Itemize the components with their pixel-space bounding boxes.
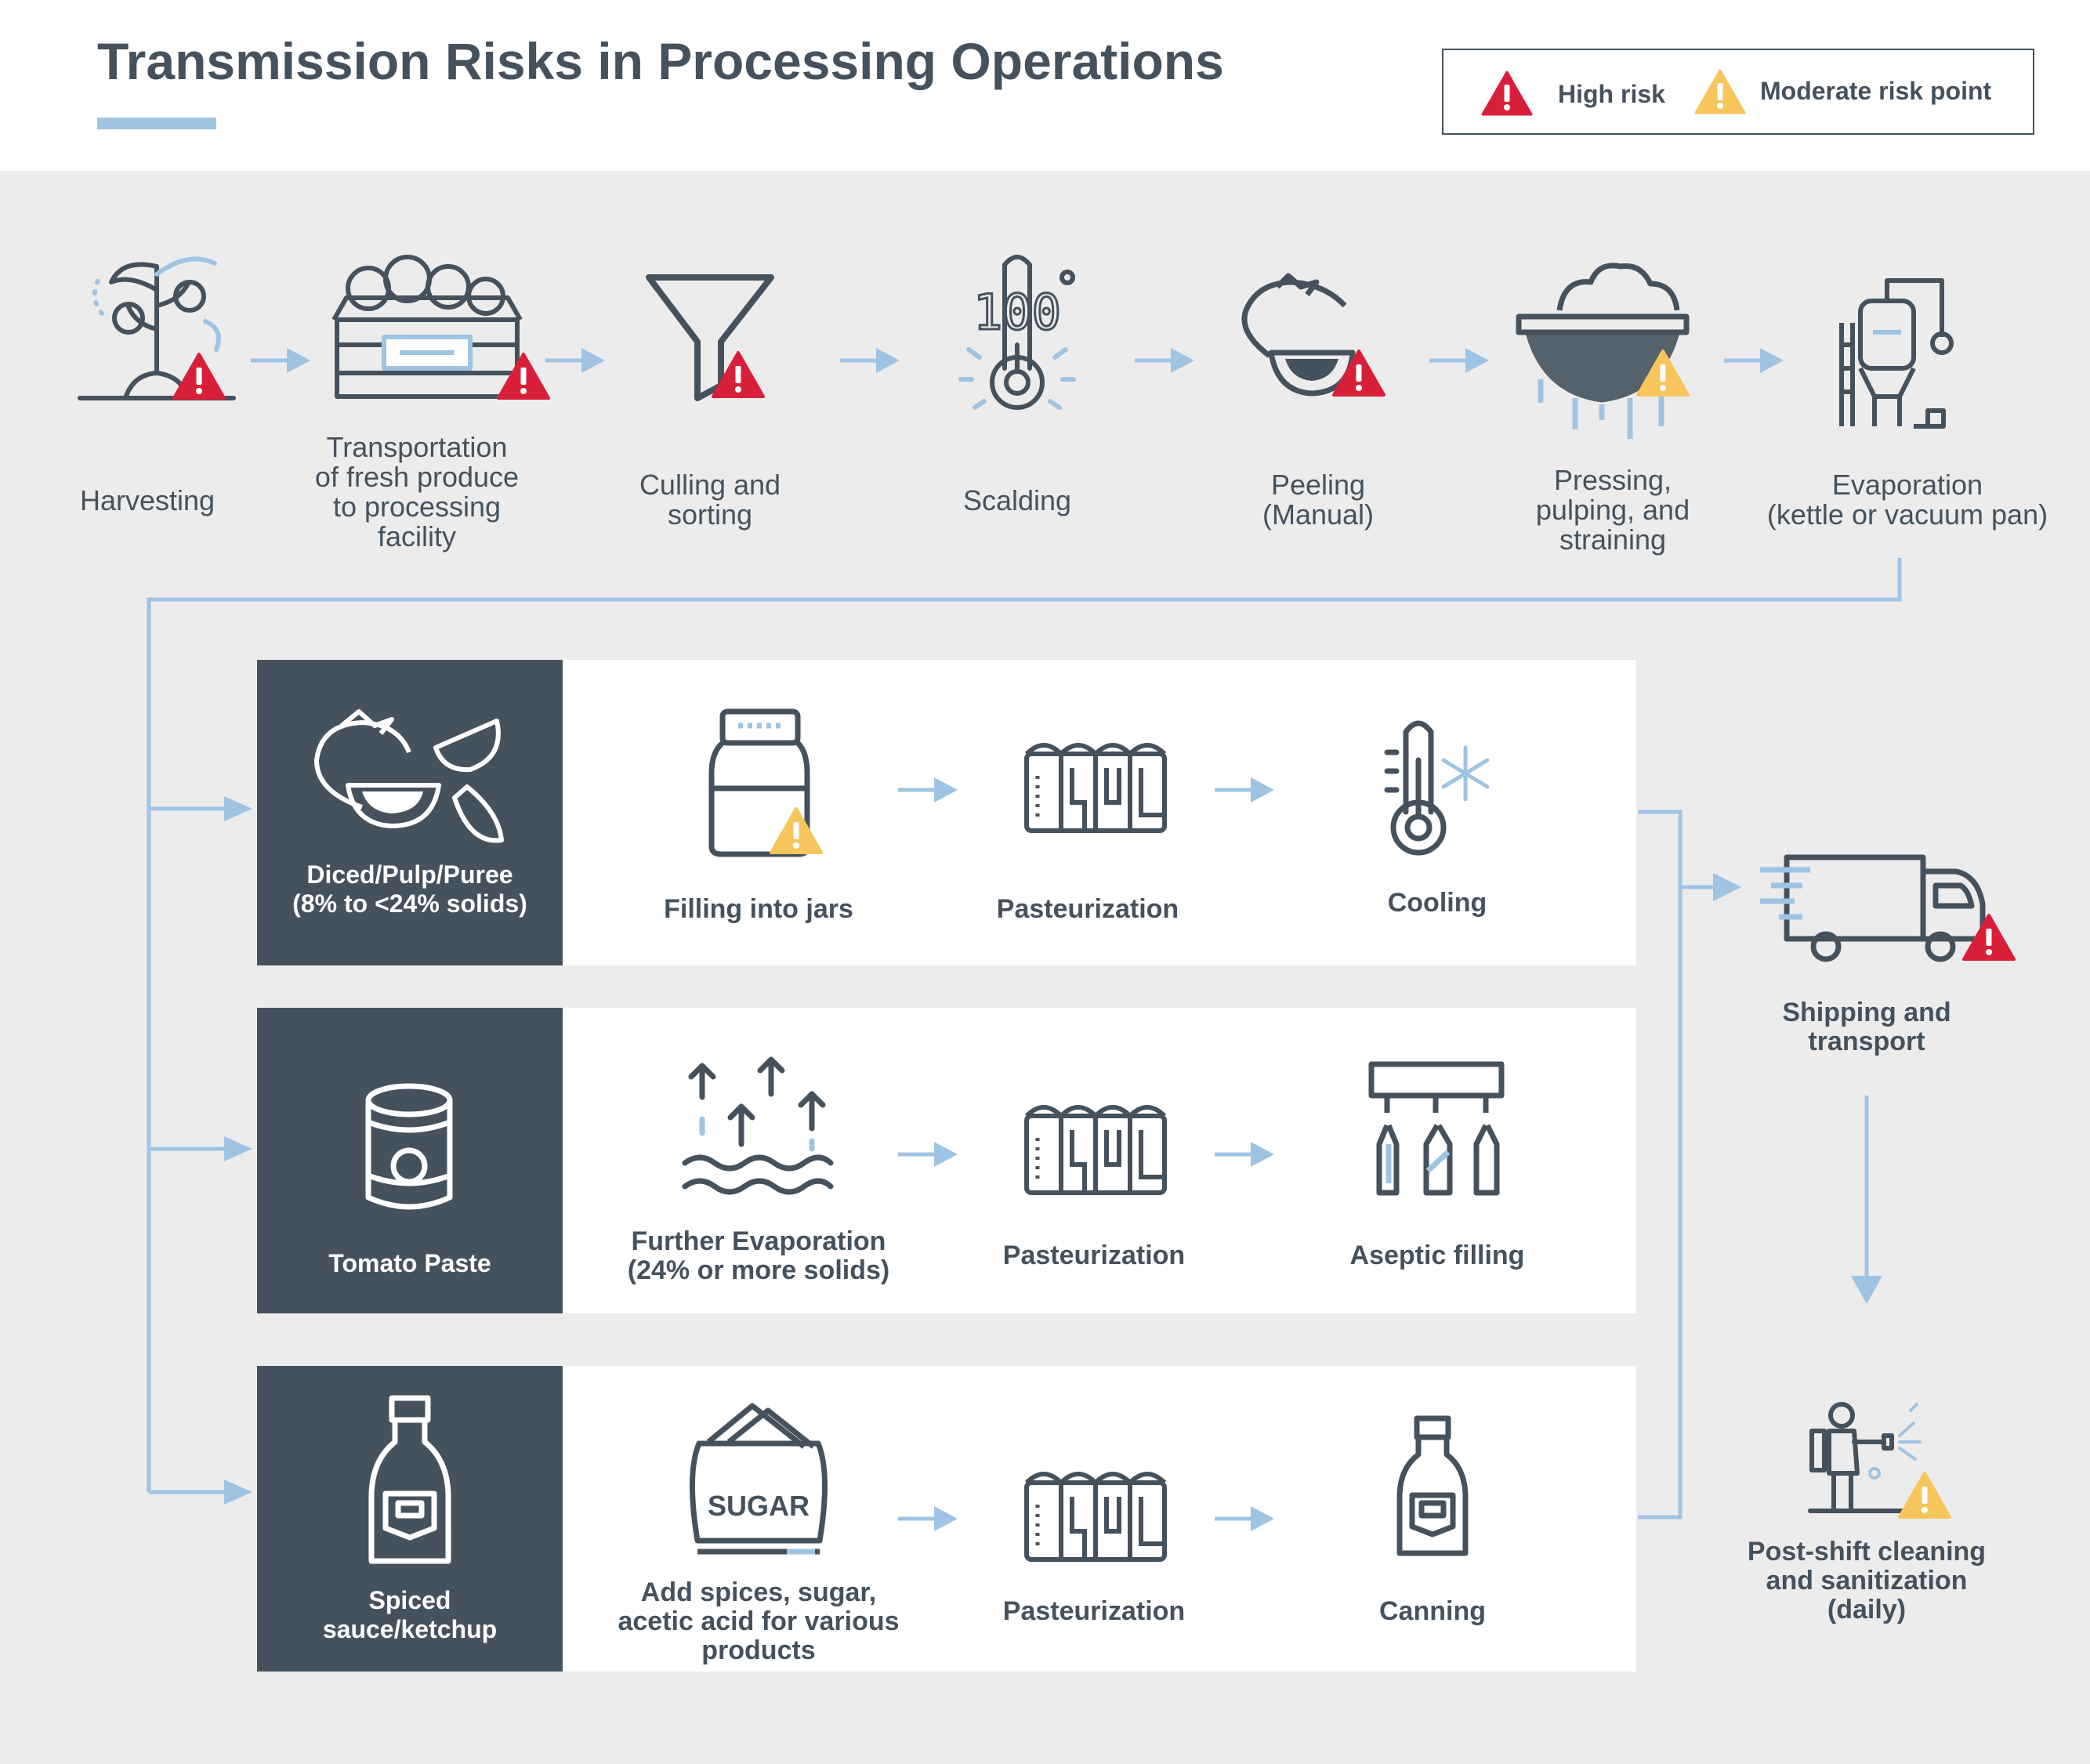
- step-label-canning: Canning: [1379, 1596, 1486, 1626]
- step-label-peeling: Peeling (Manual): [1262, 469, 1375, 531]
- evaporation-arrows-icon: [682, 1056, 834, 1195]
- merge-connector: [1638, 810, 1683, 1520]
- legend: High risk Moderate risk point: [1442, 49, 2034, 135]
- high-risk-warning-icon: [1481, 71, 1533, 116]
- flow-arrow-6: [1724, 348, 1784, 373]
- svg-text:100: 100: [973, 284, 1061, 341]
- delivery-truck-icon: [1760, 854, 1986, 962]
- step-label-pasteurization-1: Pasteurization: [996, 894, 1179, 924]
- step-label-culling: Culling and sorting: [639, 469, 781, 531]
- pasteurizer-icon: [1027, 1107, 1165, 1193]
- thermometer-100-icon: 100: [958, 255, 1076, 410]
- flow-arrow-2: [545, 348, 605, 373]
- legend-moderate-label: Moderate risk point: [1760, 77, 1992, 105]
- step-label-shipping: Shipping and transport: [1782, 998, 1951, 1056]
- row-header-diced: [257, 660, 563, 965]
- step-label-further-evaporation: Further Evaporation (24% or more solids): [627, 1226, 890, 1285]
- step-label-cleaning: Post-shift cleaning and sanitization (da…: [1747, 1537, 1987, 1625]
- evaporator-icon: [1839, 278, 1954, 429]
- legend-high-label: High risk: [1558, 80, 1665, 108]
- title-underline: [97, 118, 216, 129]
- sauce-bottle-icon: [1396, 1415, 1469, 1556]
- bottle-filler-icon: [1368, 1061, 1505, 1196]
- produce-crate-icon: [331, 255, 523, 399]
- row-header-label-paste: Tomato Paste: [328, 1249, 491, 1277]
- step-label-evaporation: Evaporation (kettle or vacuum pan): [1766, 469, 2048, 531]
- sugar-sack-icon: SUGAR: [690, 1403, 828, 1555]
- step-label-pressing: Pressing, pulping, and straining: [1535, 464, 1690, 556]
- moderate-risk-warning-icon: [1694, 69, 1746, 114]
- row-header-label-diced: Diced/Pulp/Puree (8% to <24% solids): [292, 860, 527, 918]
- can-icon: [365, 1083, 453, 1210]
- step-label-aseptic-filling: Aseptic filling: [1349, 1241, 1525, 1270]
- ketchup-bottle-icon: [368, 1395, 451, 1564]
- page-title: Transmission Risks in Processing Operati…: [97, 32, 1224, 90]
- thermometer-snowflake-icon: [1384, 720, 1490, 856]
- flow-arrow-1: [251, 348, 310, 373]
- row-header-label-ketchup: Spiced sauce/ketchup: [322, 1586, 498, 1643]
- sugar-sack-text: SUGAR: [708, 1490, 810, 1522]
- jar-icon: [708, 708, 810, 857]
- flow-arrow-4: [1135, 348, 1194, 373]
- pasteurizer-icon: [1027, 745, 1165, 831]
- step-label-filling-jars: Filling into jars: [664, 894, 853, 924]
- flow-arrow-3: [840, 348, 900, 373]
- step-label-cooling: Cooling: [1387, 888, 1487, 918]
- step-label-transportation: Transportation of fresh produce to proce…: [314, 431, 520, 552]
- flow-arrow-5: [1429, 348, 1489, 373]
- branch-connector: [147, 558, 1902, 1492]
- tomato-pieces-icon: [314, 709, 504, 843]
- step-label-add-spices: Add spices, sugar, acetic acid for vario…: [618, 1577, 900, 1665]
- step-label-scalding: Scalding: [962, 484, 1072, 516]
- strainer-icon: [1516, 263, 1690, 439]
- row-header-ketchup: [257, 1366, 563, 1672]
- step-label-pasteurization-3: Pasteurization: [1002, 1596, 1186, 1626]
- tomato-slice-icon: [1241, 273, 1356, 397]
- pasteurizer-icon: [1027, 1474, 1165, 1559]
- step-label-pasteurization-2: Pasteurization: [1002, 1241, 1186, 1270]
- step-label-harvesting: Harvesting: [79, 484, 216, 516]
- row-header-paste: [257, 1008, 563, 1313]
- sanitizing-worker-icon: [1808, 1402, 1930, 1513]
